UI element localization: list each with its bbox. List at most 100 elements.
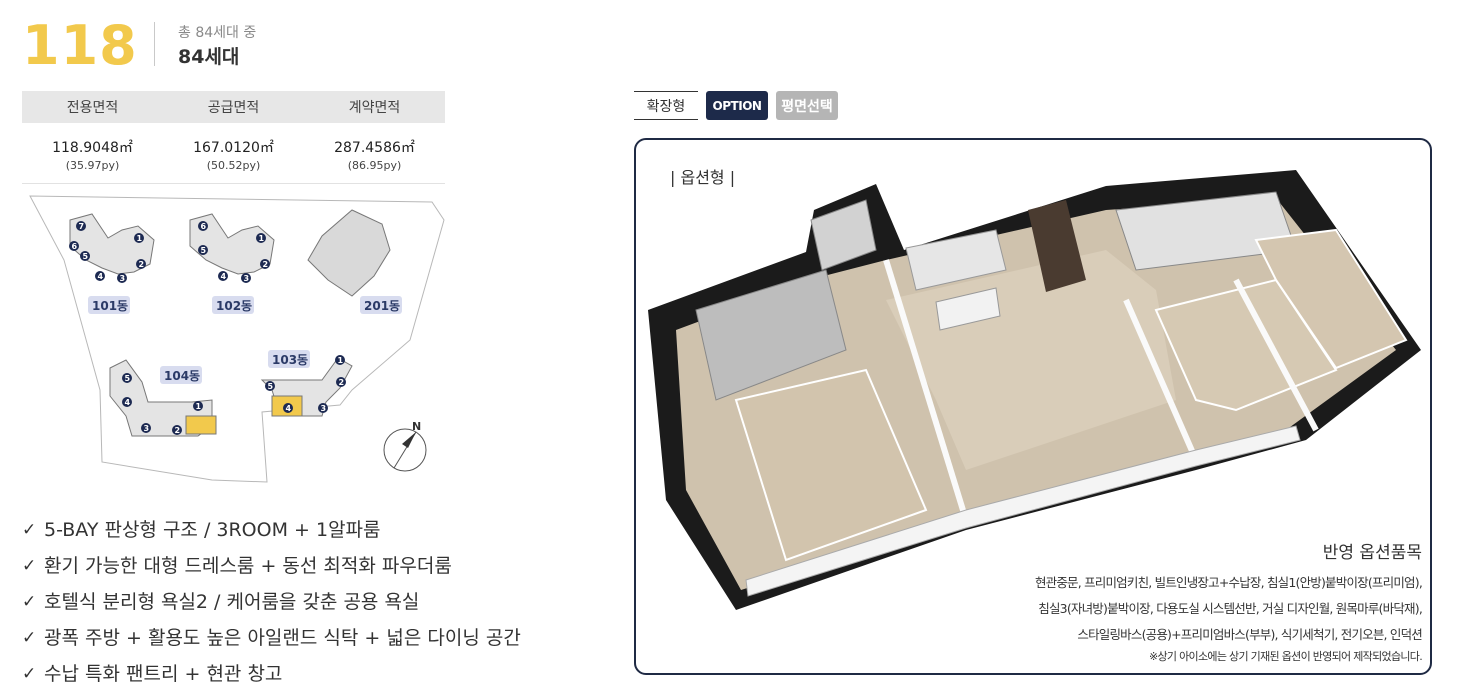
unit-dot <box>69 241 79 251</box>
compass-north-label: N <box>412 420 421 433</box>
building-101-label: 101동 <box>92 299 128 313</box>
building-101[interactable]: 7 6 5 4 3 2 1 101동 <box>69 213 155 314</box>
site-map: 7 6 5 4 3 2 1 101동 6 5 4 3 2 1 102동 201동… <box>29 195 445 483</box>
feature-item: ✓ 5-BAY 판상형 구조 / 3ROOM + 1알파룸 <box>22 512 521 548</box>
svg-text:2: 2 <box>263 260 269 269</box>
building-104[interactable]: 5 4 3 2 1 104동 <box>109 359 217 437</box>
svg-text:4: 4 <box>221 272 227 281</box>
unit-dot <box>122 397 132 407</box>
contract-area-value: 287.4586㎡ <box>334 140 415 156</box>
exclusive-area-py: (35.97py) <box>65 159 120 172</box>
building-103[interactable]: 5 4 3 2 1 103동 <box>260 350 353 417</box>
options-line: 침실3(자녀방)붙박이장, 다용도실 시스템선반, 거실 디자인월, 원목마루(… <box>1038 601 1423 616</box>
plan-tabs: 확장형 OPTION 평면선택 <box>634 91 838 120</box>
building-102-label: 102동 <box>216 299 252 313</box>
check-icon: ✓ <box>22 520 37 540</box>
floorplan-island <box>935 287 1001 331</box>
unit-dot <box>198 245 208 255</box>
feature-item: ✓ 광폭 주방 + 활용도 높은 아일랜드 식탁 + 넓은 다이닝 공간 <box>22 620 521 656</box>
unit-dot <box>80 251 90 261</box>
svg-text:2: 2 <box>175 426 181 435</box>
contract-area-py: (86.95py) <box>347 159 402 172</box>
floorplan-bath-1 <box>810 199 877 271</box>
building-101-tag <box>88 296 130 314</box>
unit-dot <box>172 425 182 435</box>
tab-option[interactable]: OPTION <box>706 91 768 120</box>
check-icon: ✓ <box>22 628 37 648</box>
site-boundary <box>29 195 445 483</box>
header-exclusive-area: 전용면적 <box>22 91 163 123</box>
unit-dot <box>141 423 151 433</box>
svg-text:5: 5 <box>125 374 131 383</box>
svg-text:1: 1 <box>137 234 143 243</box>
floorplan-kitchen <box>905 229 1007 291</box>
svg-text:2: 2 <box>339 378 345 387</box>
options-line: 스타일링바스(공용)+프리미엄바스(부부), 식기세척기, 전기오븐, 인덕션 <box>1077 627 1422 642</box>
building-104-highlight-unit <box>185 415 217 435</box>
supply-area-py: (50.52py) <box>206 159 261 172</box>
building-201[interactable]: 201동 <box>307 209 402 314</box>
feature-item: ✓ 환기 가능한 대형 드레스룸 + 동선 최적화 파우더룸 <box>22 548 521 584</box>
tab-extended[interactable]: 확장형 <box>634 91 698 120</box>
options-title: 반영 옵션품목 <box>1322 543 1422 563</box>
options-list: 현관중문, 프리미엄키친, 빌트인냉장고+수납장, 침실1(안방)붙박이장(프리… <box>1035 570 1423 664</box>
svg-text:7: 7 <box>79 222 85 231</box>
feature-text: 광폭 주방 + 활용도 높은 아일랜드 식탁 + 넓은 다이닝 공간 <box>44 627 521 649</box>
feature-text: 5-BAY 판상형 구조 / 3ROOM + 1알파룸 <box>44 519 381 541</box>
floorplan-balcony <box>745 425 1301 597</box>
header-contract-area: 계약면적 <box>304 91 445 123</box>
building-201-shape <box>307 209 391 297</box>
floorplan-wall <box>1123 298 1199 462</box>
svg-text:3: 3 <box>120 274 126 283</box>
svg-text:6: 6 <box>201 222 207 231</box>
feature-text: 수납 특화 팬트리 + 현관 창고 <box>44 663 283 685</box>
building-104-label: 104동 <box>164 369 200 383</box>
options-note: ※상기 아이소에는 상기 기재된 옵션이 반영되어 제작되었습니다. <box>1148 650 1423 663</box>
feature-text: 환기 가능한 대형 드레스룸 + 동선 최적화 파우더룸 <box>44 555 452 577</box>
svg-text:5: 5 <box>268 382 274 391</box>
area-table: 전용면적 공급면적 계약면적 118.9048㎡ (35.97py) 167.0… <box>22 91 445 184</box>
plan-type-label: | 옵션형 | <box>670 168 736 187</box>
units-count: 84세대 <box>178 46 240 68</box>
building-201-label: 201동 <box>364 299 400 313</box>
svg-text:5: 5 <box>201 246 207 255</box>
svg-text:1: 1 <box>196 402 202 411</box>
unit-dot <box>136 259 146 269</box>
feature-item: ✓호텔식 분리형 욕실2 / 케어룸을 갖춘 공용 욕실 <box>22 584 521 620</box>
svg-text:3: 3 <box>144 424 150 433</box>
area-table-row: 118.9048㎡ (35.97py) 167.0120㎡ (50.52py) … <box>22 123 445 184</box>
isometric-floorplan-image <box>648 170 1421 610</box>
floorplan-wall <box>883 259 969 521</box>
feature-item: ✓수납 특화 팬트리 + 현관 창고 <box>22 656 521 692</box>
unit-dot <box>122 373 132 383</box>
svg-text:2: 2 <box>139 260 145 269</box>
supply-area-cell: 167.0120㎡ (50.52py) <box>163 123 304 184</box>
unit-dot <box>335 355 345 365</box>
unit-dot <box>265 381 275 391</box>
unit-dot <box>256 233 266 243</box>
supply-area-value: 167.0120㎡ <box>193 140 274 156</box>
title-divider <box>154 22 155 66</box>
check-icon: ✓ <box>22 556 37 576</box>
unit-dot <box>95 271 105 281</box>
building-103-tag <box>268 350 310 368</box>
svg-text:4: 4 <box>98 272 104 281</box>
svg-text:1: 1 <box>259 234 265 243</box>
building-104-tag <box>160 366 202 384</box>
feature-list: ✓ 5-BAY 판상형 구조 / 3ROOM + 1알파룸 ✓ 환기 가능한 대형 … <box>22 512 521 692</box>
feature-text: 호텔식 분리형 욕실2 / 케어룸을 갖춘 공용 욕실 <box>44 591 420 613</box>
unit-type-number: 118 <box>22 14 138 77</box>
unit-dot <box>241 273 251 283</box>
building-102[interactable]: 6 5 4 3 2 1 102동 <box>189 213 275 314</box>
floorplan-bedroom-2 <box>1254 228 1408 370</box>
units-total-label: 총 84세대 중 <box>178 25 257 41</box>
tab-plan-select[interactable]: 평면선택 <box>776 91 838 120</box>
unit-dot <box>318 403 328 413</box>
svg-text:3: 3 <box>244 274 250 283</box>
floorplan-design-wall <box>1028 200 1086 292</box>
building-102-tag <box>212 296 254 314</box>
building-201-tag <box>360 296 402 314</box>
header-supply-area: 공급면적 <box>163 91 304 123</box>
unit-dot <box>283 403 293 413</box>
unit-dot <box>198 221 208 231</box>
